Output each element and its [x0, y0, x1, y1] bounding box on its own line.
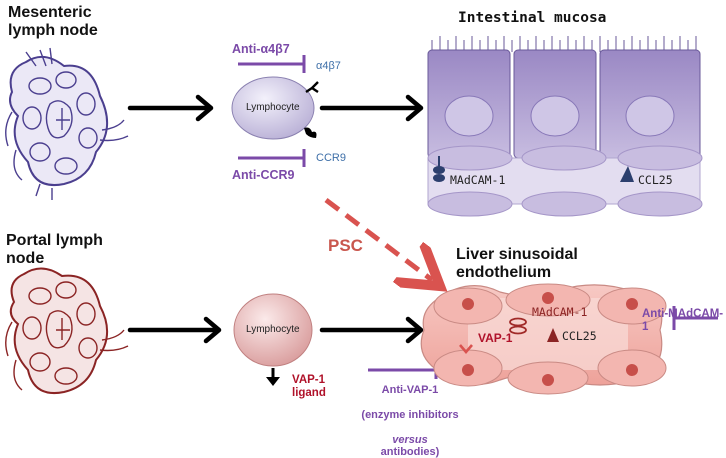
lymphocyte-bottom-label: Lymphocyte	[246, 324, 300, 335]
anti-a4b7-inhibitor	[238, 55, 306, 73]
anti-vap1-label: Anti-VAP-1 (enzyme inhibitors versus ant…	[352, 372, 468, 458]
mesenteric-lymph-node-label: Mesenteric lymph node	[8, 4, 98, 39]
psc-label: PSC	[328, 236, 363, 255]
ccr9-receptor-icon	[304, 127, 317, 138]
psc-dashed-arrow	[324, 198, 432, 280]
flow-arrows	[127, 94, 424, 344]
vap1-ligand-icon	[266, 377, 280, 386]
mucosa-madcam-icon	[433, 166, 445, 174]
liver-vap1-label: VAP-1	[478, 331, 513, 345]
intestinal-mucosa-graphic	[427, 36, 703, 217]
arrow-head-4	[405, 316, 424, 344]
portal-lymph-node-graphic	[5, 267, 129, 394]
anti-ccr9-inhibitor	[238, 149, 306, 167]
liver-ccl25-label: CCL25	[562, 329, 597, 343]
anti-vap1-line2b: versus	[392, 433, 428, 446]
liver-madcam-label: MAdCAM-1	[532, 305, 588, 319]
mucosa-madcam-label: MAdCAM-1	[450, 173, 506, 187]
anti-vap1-line2a: (enzyme inhibitors	[361, 408, 459, 421]
mucosa-villi	[431, 36, 697, 52]
liver-madcam-icon	[509, 317, 527, 335]
anti-a4b7-label: Anti-α4β7	[232, 42, 290, 56]
lymphocyte-bottom-graphic	[233, 293, 313, 386]
anti-vap1-line2c: antibodies)	[380, 445, 440, 458]
ccr9-receptor-label: CCR9	[316, 152, 346, 164]
mucosa-ccl25-icon	[620, 166, 634, 182]
mesenteric-lymph-node-graphic	[5, 47, 129, 200]
liver-vap1-icon	[459, 344, 473, 354]
liver-endothelium-graphic	[420, 283, 667, 395]
anti-ccr9-label: Anti-CCR9	[232, 168, 295, 182]
intestinal-mucosa-label: Intestinal mucosa	[458, 10, 607, 26]
portal-lymph-node-label: Portal lymph node	[6, 232, 103, 267]
liver-endothelium-label: Liver sinusoidal endothelium	[456, 246, 578, 281]
anti-madcam-label: Anti-MAdCAM-1	[642, 308, 724, 333]
liver-ccl25-icon	[547, 328, 559, 342]
vap1-ligand-label: VAP-1 ligand	[292, 374, 326, 399]
arrow-head-3	[203, 316, 222, 344]
anti-madcam-inhibitor	[672, 306, 718, 330]
inhibitor-lines	[238, 55, 718, 379]
a4b7-receptor-label: α4β7	[316, 60, 341, 72]
lymphocyte-top-graphic	[231, 76, 319, 140]
arrow-head-1	[195, 94, 214, 122]
anti-vap1-line1: Anti-VAP-1	[381, 384, 439, 397]
a4b7-receptor-icon	[305, 81, 319, 93]
lymphocyte-top-label: Lymphocyte	[246, 102, 300, 113]
mucosa-ccl25-label: CCL25	[638, 173, 673, 187]
diagram-canvas	[5, 36, 718, 395]
arrow-head-2	[405, 94, 424, 122]
